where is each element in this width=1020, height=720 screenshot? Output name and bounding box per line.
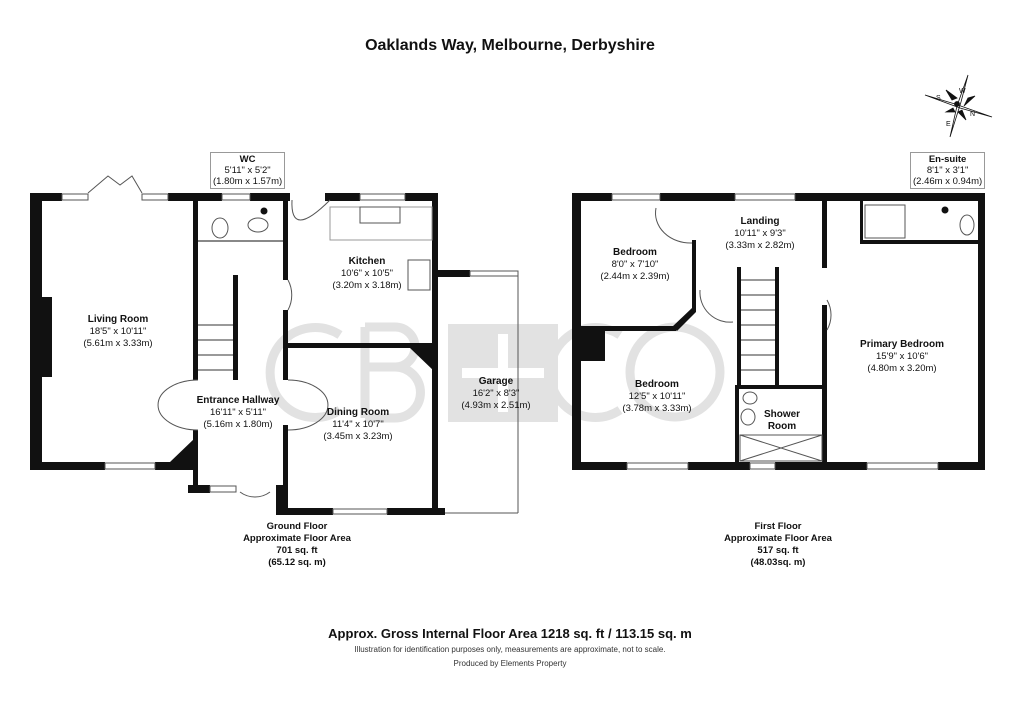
page-title: Oaklands Way, Melbourne, Derbyshire <box>365 37 655 54</box>
compass-w: W <box>959 88 966 95</box>
gross-area-total: Approx. Gross Internal Floor Area 1218 s… <box>328 626 692 641</box>
compass-icon: W S N E <box>924 74 993 138</box>
compass-e: E <box>946 121 951 128</box>
compass-s: S <box>936 95 941 102</box>
producer-credit: Produced by Elements Property <box>453 659 567 668</box>
ground-floor-walls <box>30 175 519 515</box>
compass-n: N <box>970 111 975 118</box>
disclaimer: Illustration for identification purposes… <box>354 645 666 654</box>
first-floor-walls <box>572 193 985 470</box>
